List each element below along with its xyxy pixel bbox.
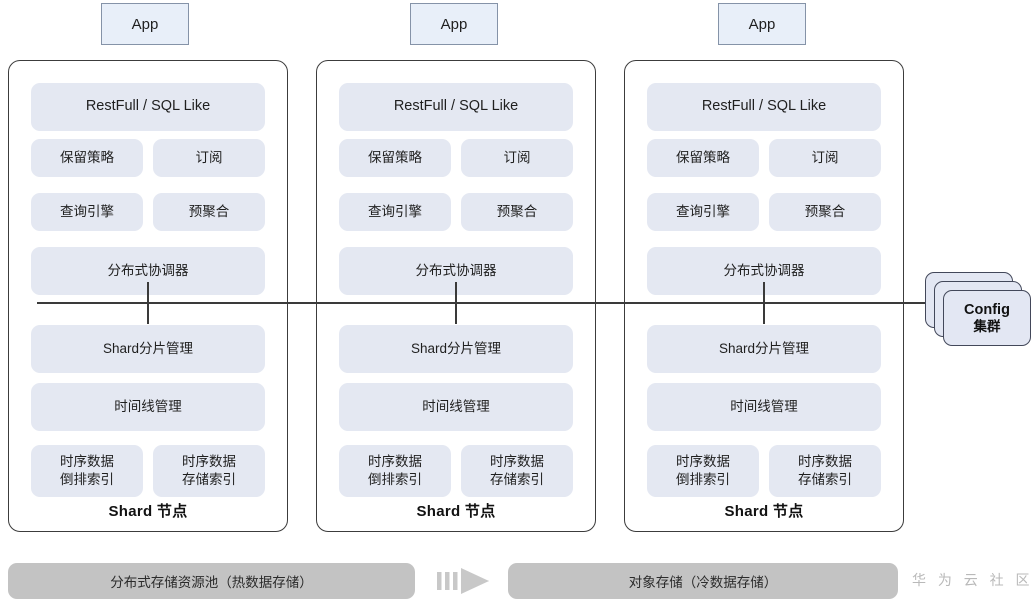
retention-policy-box-1: 保留策略 bbox=[31, 139, 143, 177]
app-box-3: App bbox=[718, 3, 806, 45]
app-box-1-label: App bbox=[131, 15, 159, 33]
hot-data-storage-bar: 分布式存储资源池（热数据存储） bbox=[8, 563, 415, 599]
inverted-index-box-2-line1: 时序数据 bbox=[368, 453, 422, 469]
distributed-coordinator-box-2: 分布式协调器 bbox=[339, 247, 573, 295]
storage-index-box-2-line2: 存储索引 bbox=[490, 472, 544, 487]
cold-data-storage-bar: 对象存储（冷数据存储） bbox=[508, 563, 898, 599]
app-box-1: App bbox=[101, 3, 189, 45]
query-engine-box-1: 查询引擎 bbox=[31, 193, 143, 231]
pre-aggregation-box-3: 预聚合 bbox=[769, 193, 881, 231]
retention-policy-box-2: 保留策略 bbox=[339, 139, 451, 177]
shard-node-panel-3: RestFull / SQL Like 保留策略 订阅 查询引擎 预聚合 分布式… bbox=[624, 60, 904, 532]
inverted-index-box-2-line2: 倒排索引 bbox=[368, 472, 422, 487]
inverted-index-box-1: 时序数据 倒排索引 bbox=[31, 445, 143, 497]
node-2-vertical-connector bbox=[455, 282, 457, 324]
inverted-index-box-1-line2: 倒排索引 bbox=[60, 472, 114, 487]
shard-management-box-2: Shard分片管理 bbox=[339, 325, 573, 373]
api-layer-box-3: RestFull / SQL Like bbox=[647, 83, 881, 131]
retention-policy-box-3: 保留策略 bbox=[647, 139, 759, 177]
pre-aggregation-box-1: 预聚合 bbox=[153, 193, 265, 231]
inverted-index-box-3-line2: 倒排索引 bbox=[676, 472, 730, 487]
api-layer-box-1: RestFull / SQL Like bbox=[31, 83, 265, 131]
inverted-index-box-3: 时序数据 倒排索引 bbox=[647, 445, 759, 497]
shard-node-caption-3: Shard 节点 bbox=[724, 503, 804, 520]
inverted-index-box-1-line1: 时序数据 bbox=[60, 453, 114, 469]
app-box-2: App bbox=[410, 3, 498, 45]
config-cluster: Config 集群 bbox=[925, 272, 1031, 346]
storage-index-box-3-line2: 存储索引 bbox=[798, 472, 852, 487]
subscription-box-1: 订阅 bbox=[153, 139, 265, 177]
shard-node-caption-1: Shard 节点 bbox=[108, 503, 188, 520]
timeline-management-box-3: 时间线管理 bbox=[647, 383, 881, 431]
config-cluster-card-front: Config 集群 bbox=[943, 290, 1031, 346]
storage-index-box-2: 时序数据 存储索引 bbox=[461, 445, 573, 497]
timeline-management-box-2: 时间线管理 bbox=[339, 383, 573, 431]
storage-index-box-3-line1: 时序数据 bbox=[798, 453, 852, 469]
inverted-index-box-2: 时序数据 倒排索引 bbox=[339, 445, 451, 497]
config-cluster-subtitle: 集群 bbox=[973, 318, 1001, 334]
motion-arrow-right-icon bbox=[437, 566, 497, 596]
pre-aggregation-box-2: 预聚合 bbox=[461, 193, 573, 231]
shard-node-caption-2: Shard 节点 bbox=[416, 503, 496, 520]
config-bus-horizontal-connector bbox=[37, 302, 935, 304]
query-engine-box-2: 查询引擎 bbox=[339, 193, 451, 231]
shard-management-box-1: Shard分片管理 bbox=[31, 325, 265, 373]
distributed-coordinator-box-3: 分布式协调器 bbox=[647, 247, 881, 295]
subscription-box-2: 订阅 bbox=[461, 139, 573, 177]
app-box-2-label: App bbox=[440, 15, 468, 33]
shard-node-panel-1: RestFull / SQL Like 保留策略 订阅 查询引擎 预聚合 分布式… bbox=[8, 60, 288, 532]
storage-index-box-2-line1: 时序数据 bbox=[490, 453, 544, 469]
storage-index-box-1-line1: 时序数据 bbox=[182, 453, 236, 469]
node-3-vertical-connector bbox=[763, 282, 765, 324]
storage-index-box-3: 时序数据 存储索引 bbox=[769, 445, 881, 497]
query-engine-box-3: 查询引擎 bbox=[647, 193, 759, 231]
shard-management-box-3: Shard分片管理 bbox=[647, 325, 881, 373]
inverted-index-box-3-line1: 时序数据 bbox=[676, 453, 730, 469]
node-1-vertical-connector bbox=[147, 282, 149, 324]
storage-index-box-1: 时序数据 存储索引 bbox=[153, 445, 265, 497]
storage-index-box-1-line2: 存储索引 bbox=[182, 472, 236, 487]
subscription-box-3: 订阅 bbox=[769, 139, 881, 177]
watermark-text: 华 为 云 社 区 bbox=[912, 572, 1034, 588]
timeline-management-box-1: 时间线管理 bbox=[31, 383, 265, 431]
config-cluster-title: Config bbox=[964, 301, 1010, 318]
app-box-3-label: App bbox=[748, 15, 776, 33]
api-layer-box-2: RestFull / SQL Like bbox=[339, 83, 573, 131]
